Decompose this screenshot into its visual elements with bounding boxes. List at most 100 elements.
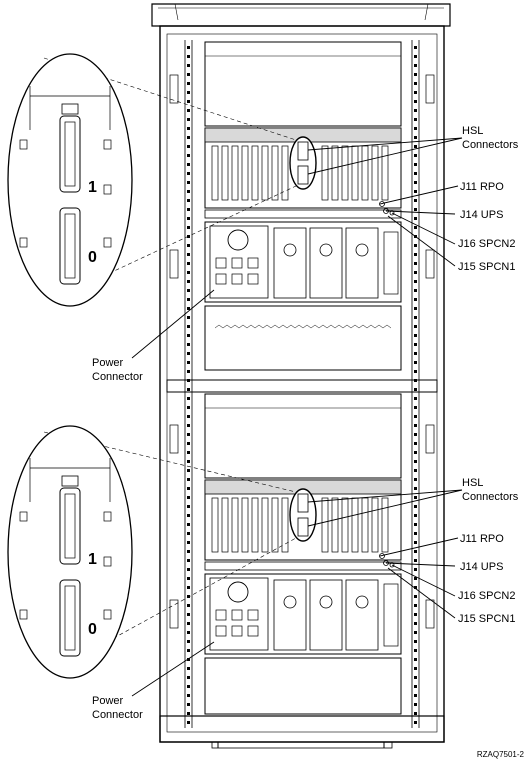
- rail-hole: [187, 271, 190, 274]
- rail-hole: [414, 685, 417, 688]
- rail-hole: [187, 334, 190, 337]
- rail-hole: [414, 334, 417, 337]
- rail-hole: [414, 460, 417, 463]
- rail-hole: [414, 442, 417, 445]
- rail-hole: [187, 460, 190, 463]
- rail-hole: [187, 676, 190, 679]
- rail-hole: [187, 145, 190, 148]
- rail-hole: [414, 541, 417, 544]
- j16-label: J16 SPCN2: [458, 238, 515, 250]
- rail-hole: [414, 127, 417, 130]
- rail-hole: [414, 496, 417, 499]
- rail-hole: [187, 406, 190, 409]
- rail-hole: [414, 415, 417, 418]
- rail-hole: [414, 343, 417, 346]
- rail-hole: [187, 469, 190, 472]
- rail-hole: [414, 361, 417, 364]
- rail-hole: [187, 721, 190, 724]
- rail-hole: [414, 316, 417, 319]
- detail-view-lower: [7, 425, 297, 679]
- rail-hole: [414, 55, 417, 58]
- rail-hole: [414, 676, 417, 679]
- rail-hole: [187, 316, 190, 319]
- rail-hole: [414, 226, 417, 229]
- rail-hole: [414, 478, 417, 481]
- hsl-label-line2: Connectors: [462, 139, 519, 151]
- rail-hole: [187, 217, 190, 220]
- rail-hole: [187, 64, 190, 67]
- leader-lines: [131, 137, 463, 697]
- rail-hole: [187, 658, 190, 661]
- rail-hole: [414, 514, 417, 517]
- rail-hole: [414, 703, 417, 706]
- rail-hole: [414, 721, 417, 724]
- rail-hole: [414, 397, 417, 400]
- rail-hole: [414, 244, 417, 247]
- rail-hole: [414, 694, 417, 697]
- rail-hole: [414, 64, 417, 67]
- j11-label: J11 RPO: [460, 533, 504, 545]
- rail-hole: [187, 352, 190, 355]
- power-label-line1: Power: [92, 357, 124, 369]
- rail-hole: [187, 154, 190, 157]
- rail-hole: [414, 370, 417, 373]
- rail-hole: [187, 586, 190, 589]
- rail-hole: [414, 118, 417, 121]
- rail-hole: [414, 109, 417, 112]
- rail-hole: [414, 271, 417, 274]
- rail-hole: [187, 532, 190, 535]
- rail-hole: [187, 685, 190, 688]
- rail-hole: [414, 352, 417, 355]
- rail-hole: [187, 496, 190, 499]
- rail-hole: [414, 262, 417, 265]
- rail-hole: [187, 343, 190, 346]
- rail-hole: [187, 361, 190, 364]
- rail-hole: [187, 568, 190, 571]
- rail-hole: [187, 550, 190, 553]
- rail-hole: [187, 631, 190, 634]
- rail-hole: [414, 523, 417, 526]
- rail-hole: [187, 100, 190, 103]
- rack-frame: [151, 3, 451, 749]
- rail-hole: [414, 307, 417, 310]
- rail-holes: [187, 46, 417, 724]
- hsl-label-line1: HSL: [462, 125, 483, 137]
- rail-hole: [187, 442, 190, 445]
- rail-hole: [187, 559, 190, 562]
- rail-hole: [414, 73, 417, 76]
- hsl-label-line2: Connectors: [462, 491, 519, 503]
- rail-hole: [187, 604, 190, 607]
- rail-hole: [414, 424, 417, 427]
- rail-hole: [414, 649, 417, 652]
- rail-hole: [414, 82, 417, 85]
- rail-hole: [187, 433, 190, 436]
- rail-hole: [414, 568, 417, 571]
- rail-hole: [414, 280, 417, 283]
- rail-hole: [187, 253, 190, 256]
- rail-hole: [187, 622, 190, 625]
- rail-hole: [414, 100, 417, 103]
- hsl-highlight: [289, 136, 317, 190]
- rail-hole: [414, 46, 417, 49]
- rail-hole: [414, 208, 417, 211]
- rail-hole: [414, 181, 417, 184]
- rail-hole: [187, 415, 190, 418]
- rail-hole: [187, 163, 190, 166]
- hsl-label-line1: HSL: [462, 477, 483, 489]
- rail-hole: [187, 640, 190, 643]
- rail-hole: [187, 262, 190, 265]
- rail-hole: [414, 145, 417, 148]
- rail-hole: [414, 631, 417, 634]
- j15-label: J15 SPCN1: [458, 613, 515, 625]
- rail-hole: [187, 82, 190, 85]
- rail-hole: [187, 424, 190, 427]
- rail-hole: [187, 451, 190, 454]
- rail-hole: [187, 523, 190, 526]
- port-label-1-upper: 1: [88, 179, 97, 196]
- rail-hole: [187, 307, 190, 310]
- rail-hole: [414, 622, 417, 625]
- rail-hole: [414, 136, 417, 139]
- rail-hole: [187, 289, 190, 292]
- rail-hole: [414, 712, 417, 715]
